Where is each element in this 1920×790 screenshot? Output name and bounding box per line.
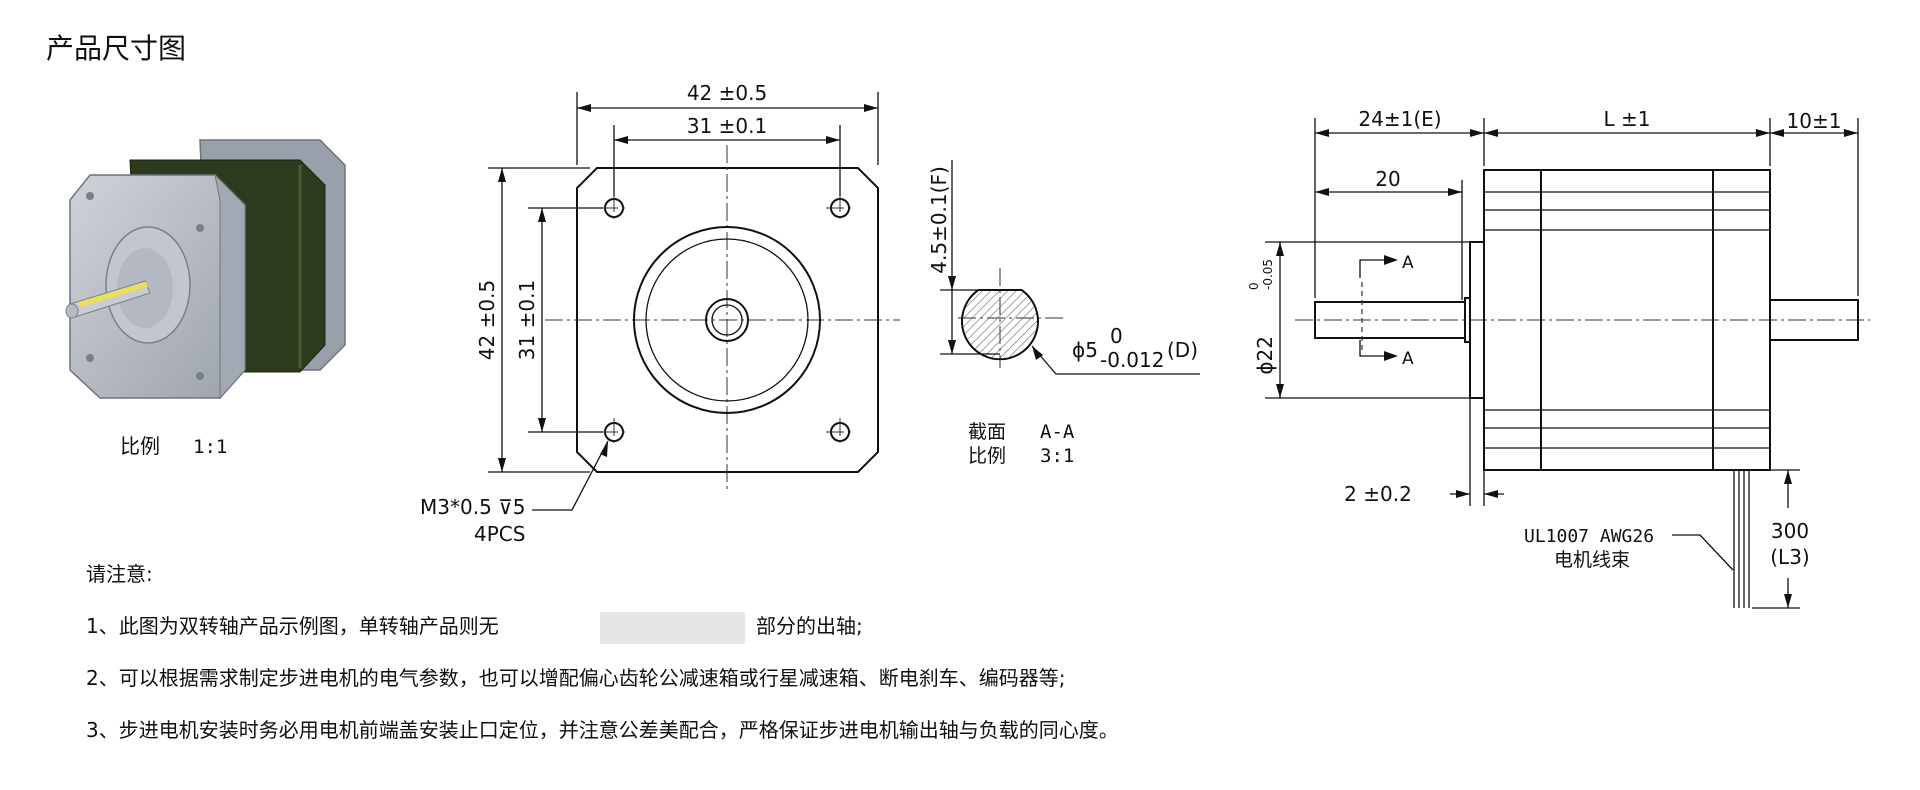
section-scale-label: 比例 (968, 445, 1006, 467)
shaft-dia-suffix: (D) (1167, 338, 1198, 362)
front-hole-pitch-width: 31 ±0.1 (687, 114, 767, 138)
shaft-dia-lower-tol: -0.012 (1100, 348, 1164, 372)
shaft-cross-section (961, 289, 1039, 361)
shaft-dia-prefix: ϕ5 (1072, 338, 1098, 362)
wire-name: 电机线束 (1554, 549, 1630, 571)
pilot-depth-dim: 2 ±0.2 (1344, 482, 1412, 506)
section-view (940, 160, 1200, 375)
section-scale-value: 3:1 (1040, 445, 1074, 467)
note-3-text: 3、步进电机安装时务必用电机前端盖安装止口定位，并注意公差美配合，严格保证步进电… (86, 718, 1119, 742)
lead-length-dim: 300 (1771, 519, 1809, 543)
side-view (1265, 118, 1870, 609)
note-1-suffix: 部分的出轴; (756, 614, 863, 638)
lead-code: (L3) (1770, 545, 1809, 569)
wire-spec: UL1007 AWG26 (1524, 526, 1654, 547)
rear-shaft-dim: 10±1 (1787, 109, 1842, 133)
photo-scale-value: 1:1 (193, 436, 227, 458)
motor-illustration (65, 139, 346, 400)
note-1-highlight (600, 612, 745, 644)
front-hole-pitch-height: 31 ±0.1 (515, 280, 539, 360)
pilot-dia-lower-tol: -0.05 (1261, 259, 1275, 290)
flat-dimension: 4.5±0.1(F) (927, 166, 951, 273)
hole-callout-spec: M3*0.5 ⊽5 (420, 495, 526, 519)
photo-scale-label: 比例 (120, 434, 160, 458)
note-1-text: 1、此图为双转轴产品示例图，单转轴产品则无 (86, 614, 499, 638)
notes-title: 请注意: (86, 562, 153, 586)
hole-callout-qty: 4PCS (474, 522, 525, 546)
front-overall-width: 42 ±0.5 (687, 81, 767, 105)
pilot-dia-prefix: ϕ22 (1253, 336, 1277, 375)
front-overall-height: 42 ±0.5 (475, 280, 499, 360)
front-view (488, 92, 900, 511)
flat-length-dim: 20 (1375, 167, 1400, 191)
section-mark-top: A (1402, 253, 1414, 273)
section-value: A-A (1040, 421, 1075, 443)
section-mark-bottom: A (1402, 349, 1414, 369)
pilot-dia-upper-tol: 0 (1247, 282, 1261, 290)
shaft-dia-upper-tol: 0 (1110, 324, 1123, 348)
body-length-dim: L ±1 (1604, 107, 1651, 131)
shaft-length-dim: 24±1(E) (1358, 107, 1441, 131)
note-2-text: 2、可以根据需求制定步进电机的电气参数，也可以增配偏心齿轮公减速箱或行星减速箱、… (86, 666, 1065, 690)
page-title: 产品尺寸图 (46, 32, 186, 65)
section-label: 截面 (968, 421, 1006, 443)
